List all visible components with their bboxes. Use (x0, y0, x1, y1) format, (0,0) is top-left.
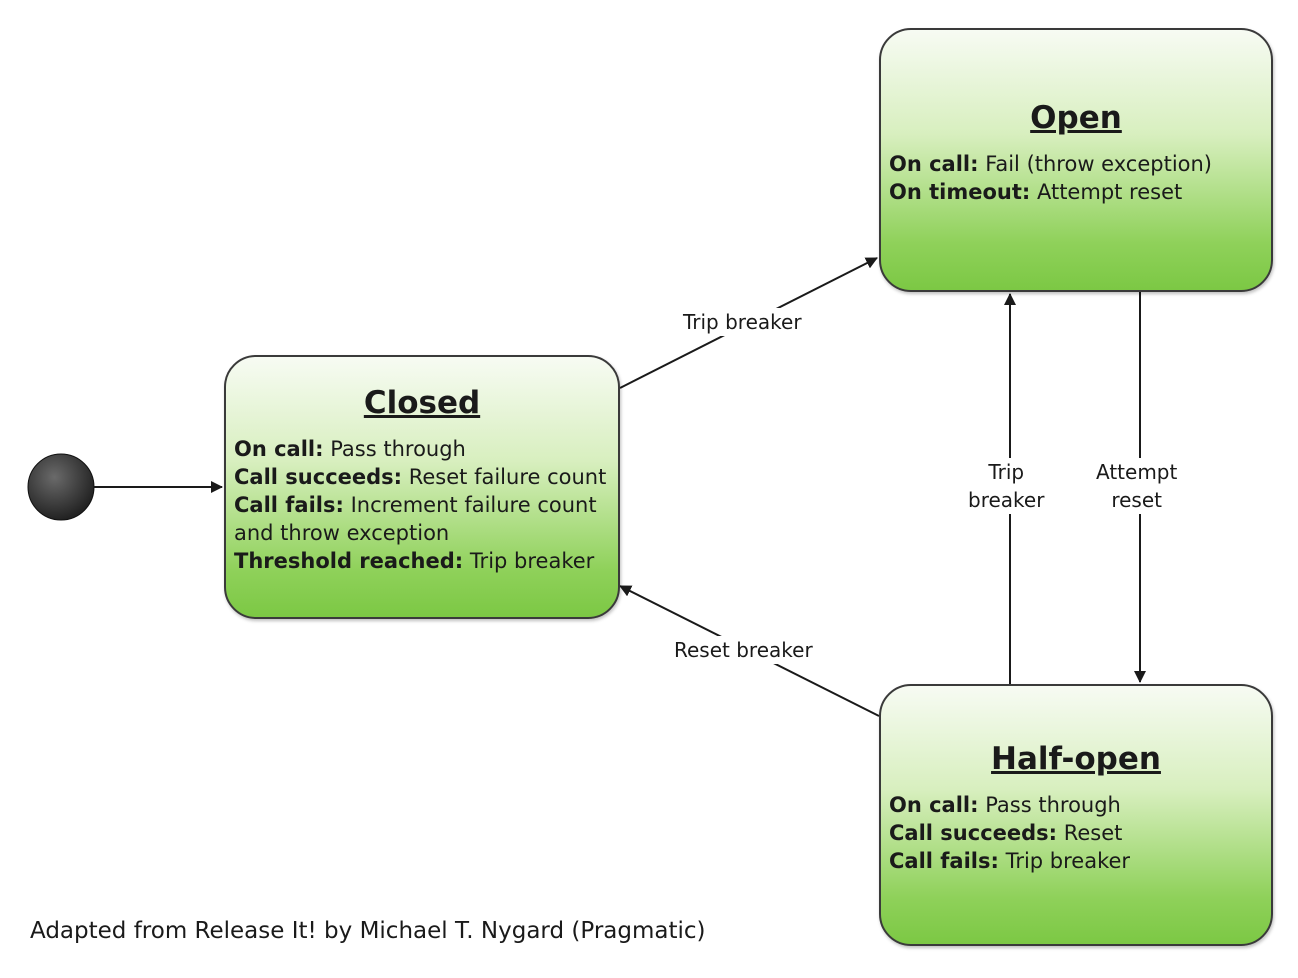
state-title: Open (1030, 100, 1122, 136)
state-line-value: and throw exception (234, 521, 450, 545)
state-open: Open On call: Fail (throw exception) On … (879, 28, 1273, 292)
state-title: Closed (363, 385, 481, 421)
transition-label-reset-breaker: Reset breaker (670, 636, 817, 664)
state-line-key: Threshold reached: (234, 549, 464, 573)
state-line-key: On call: (234, 437, 324, 461)
state-line: On call: Fail (throw exception) (889, 150, 1263, 178)
state-line-value: Trip breaker (463, 549, 595, 573)
transition-label-line: Attempt (1096, 460, 1178, 484)
transition-label-line: reset (1111, 488, 1162, 512)
transition-label-trip-breaker-vertical: Trip breaker (964, 458, 1049, 514)
state-title: Half-open (991, 741, 1161, 777)
transition-label-trip-breaker: Trip breaker (679, 308, 806, 336)
state-line-value: Reset (1057, 821, 1123, 845)
state-line-key: On call: (889, 793, 979, 817)
state-line-key: Call fails: (234, 493, 344, 517)
state-line: Call fails: Increment failure count (234, 491, 610, 519)
transition-label-line: Trip (988, 460, 1025, 484)
state-line: and throw exception (234, 519, 610, 547)
state-line: Call succeeds: Reset (889, 819, 1263, 847)
transition-label-attempt-reset: Attempt reset (1092, 458, 1182, 514)
state-line-key: Call succeeds: (234, 465, 403, 489)
state-line-value: Attempt reset (1030, 180, 1183, 204)
state-line: On call: Pass through (889, 791, 1263, 819)
state-line: Call succeeds: Reset failure count (234, 463, 610, 491)
state-line-value: Increment failure count (343, 493, 597, 517)
state-line-value: Reset failure count (402, 465, 607, 489)
state-line-value: Trip breaker (998, 849, 1131, 873)
state-line: Call fails: Trip breaker (889, 847, 1263, 875)
state-line-value: Pass through (323, 437, 466, 461)
state-line-key: Call fails: (889, 849, 999, 873)
state-line: On timeout: Attempt reset (889, 178, 1263, 206)
state-line-key: On timeout: (889, 180, 1031, 204)
transition-label-line: breaker (968, 488, 1045, 512)
state-closed: Closed On call: Pass through Call succee… (224, 355, 620, 619)
state-line: Threshold reached: Trip breaker (234, 547, 610, 575)
state-line-key: Call succeeds: (889, 821, 1058, 845)
caption: Adapted from Release It! by Michael T. N… (30, 918, 706, 944)
state-line-value: Pass through (978, 793, 1121, 817)
state-line-value: Fail (throw exception) (978, 152, 1213, 176)
initial-node (27, 453, 95, 521)
state-line-key: On call: (889, 152, 979, 176)
state-line: On call: Pass through (234, 435, 610, 463)
state-half-open: Half-open On call: Pass through Call suc… (879, 684, 1273, 946)
